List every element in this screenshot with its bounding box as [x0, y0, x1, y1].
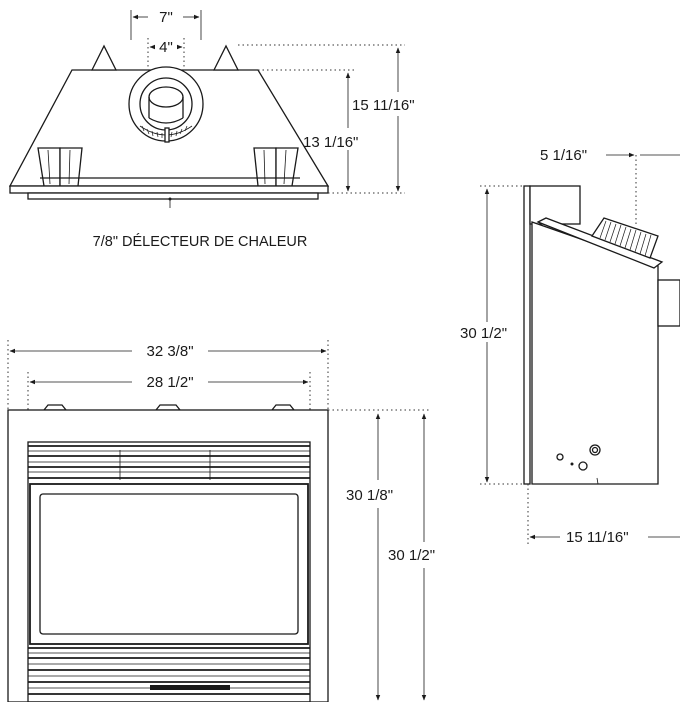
side-dim-height-label: 30 1/2" — [460, 325, 507, 342]
front-tab-left — [42, 404, 68, 411]
side-right-box — [657, 279, 680, 327]
front-dim-opening-width-label: 28 1/2" — [146, 374, 193, 391]
top-bracket-right — [212, 44, 240, 71]
side-dim-top-offset-label: 5 1/16" — [540, 147, 587, 164]
dim-30-1-2-side: 30 1/2" — [460, 185, 524, 485]
side-back-strip — [523, 185, 531, 485]
dim-28-1-2: 28 1/2" — [27, 372, 311, 440]
dim-30-1-2-front: 30 1/2" — [388, 413, 435, 701]
heat-deflector — [27, 192, 319, 200]
top-dim-inner-label: 4" — [159, 39, 173, 56]
front-glass-frame — [29, 483, 309, 645]
top-base-rail — [9, 185, 329, 194]
heat-deflector-caption: 7/8" DÉLECTEUR DE CHALEUR — [93, 233, 308, 250]
top-bracket-left — [90, 44, 118, 71]
side-top-rail — [536, 217, 664, 269]
top-view: 7" 4" — [8, 9, 415, 250]
flue-collar — [128, 66, 204, 143]
front-view: 32 3/8" 28 1/2" — [7, 340, 435, 703]
dim-7in: 7" — [130, 9, 202, 40]
front-louvers-bottom — [28, 647, 310, 695]
dim-32-3-8: 32 3/8" — [7, 340, 329, 410]
side-view: 5 1/16" — [460, 147, 680, 546]
side-top-box — [529, 185, 581, 225]
dim-30-1-8: 30 1/8" — [328, 409, 430, 701]
top-feet — [37, 147, 299, 187]
dim-4in: 4" — [147, 38, 185, 75]
dim-15-11-16-side: 15 11/16" — [527, 484, 680, 546]
side-fittings — [556, 444, 601, 485]
dim-5-1-16: 5 1/16" — [540, 147, 680, 225]
front-louvers-top — [28, 445, 310, 480]
side-flue — [591, 217, 659, 259]
side-dim-depth-label: 15 11/16" — [566, 529, 629, 546]
front-dim-overall-width-label: 32 3/8" — [146, 343, 193, 360]
top-dim-total-label: 15 11/16" — [352, 97, 415, 114]
front-dim-overall-height-label: 30 1/2" — [388, 547, 435, 564]
front-glass — [39, 493, 299, 635]
top-dim-outer-label: 7" — [159, 9, 173, 26]
top-dim-body-label: 13 1/16" — [303, 134, 358, 151]
dim-15-11-16-top: 15 11/16" — [238, 44, 415, 194]
front-dim-inner-height-label: 30 1/8" — [346, 487, 393, 504]
